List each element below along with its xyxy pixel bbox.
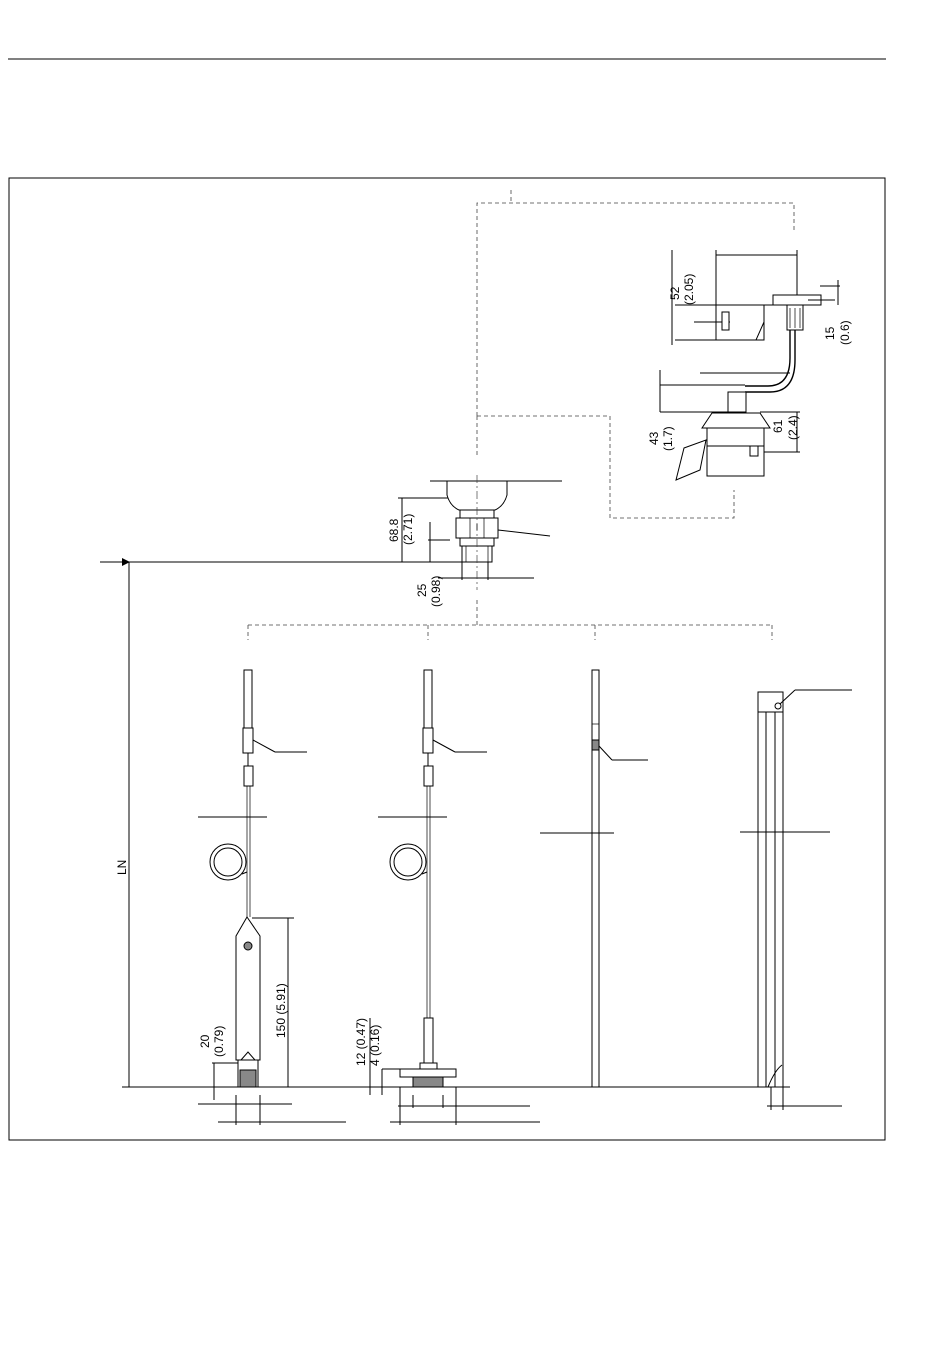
- dim-52-inch: (2.05): [682, 274, 696, 305]
- process-connection: [398, 475, 562, 590]
- dim-20-inch: (0.79): [212, 1026, 226, 1057]
- probe-rod: [540, 670, 648, 1087]
- probe-rope-disk: [378, 670, 487, 1087]
- dim-61: 61: [771, 419, 785, 433]
- dim-ln: LN: [115, 860, 129, 875]
- dim-20: 20: [198, 1034, 212, 1048]
- dim-25-inch: (0.98): [429, 576, 443, 607]
- probe1-dim-lines: [198, 918, 346, 1125]
- dim-12: 12 (0.47): [354, 1018, 368, 1066]
- dim-25: 25: [415, 583, 429, 597]
- dim-4: 4 (0.16): [368, 1025, 382, 1066]
- dim-68-8: 68.8: [387, 518, 401, 542]
- dim-52: 52: [668, 286, 682, 300]
- dim-150: 150 (5.91): [274, 983, 288, 1038]
- dim-43: 43: [647, 431, 661, 445]
- ln-dimension: [122, 562, 790, 1087]
- dim-15: 15: [823, 326, 837, 340]
- probe-coax: [740, 690, 852, 1110]
- dim-15-inch: (0.6): [838, 320, 852, 345]
- dim-61-inch: (2.4): [786, 415, 800, 440]
- dim-43-inch: (1.7): [661, 426, 675, 451]
- reference-line: [100, 558, 465, 566]
- probe-rope-weight: [198, 670, 307, 1087]
- dim-68-8-inch: (2.71): [401, 514, 415, 545]
